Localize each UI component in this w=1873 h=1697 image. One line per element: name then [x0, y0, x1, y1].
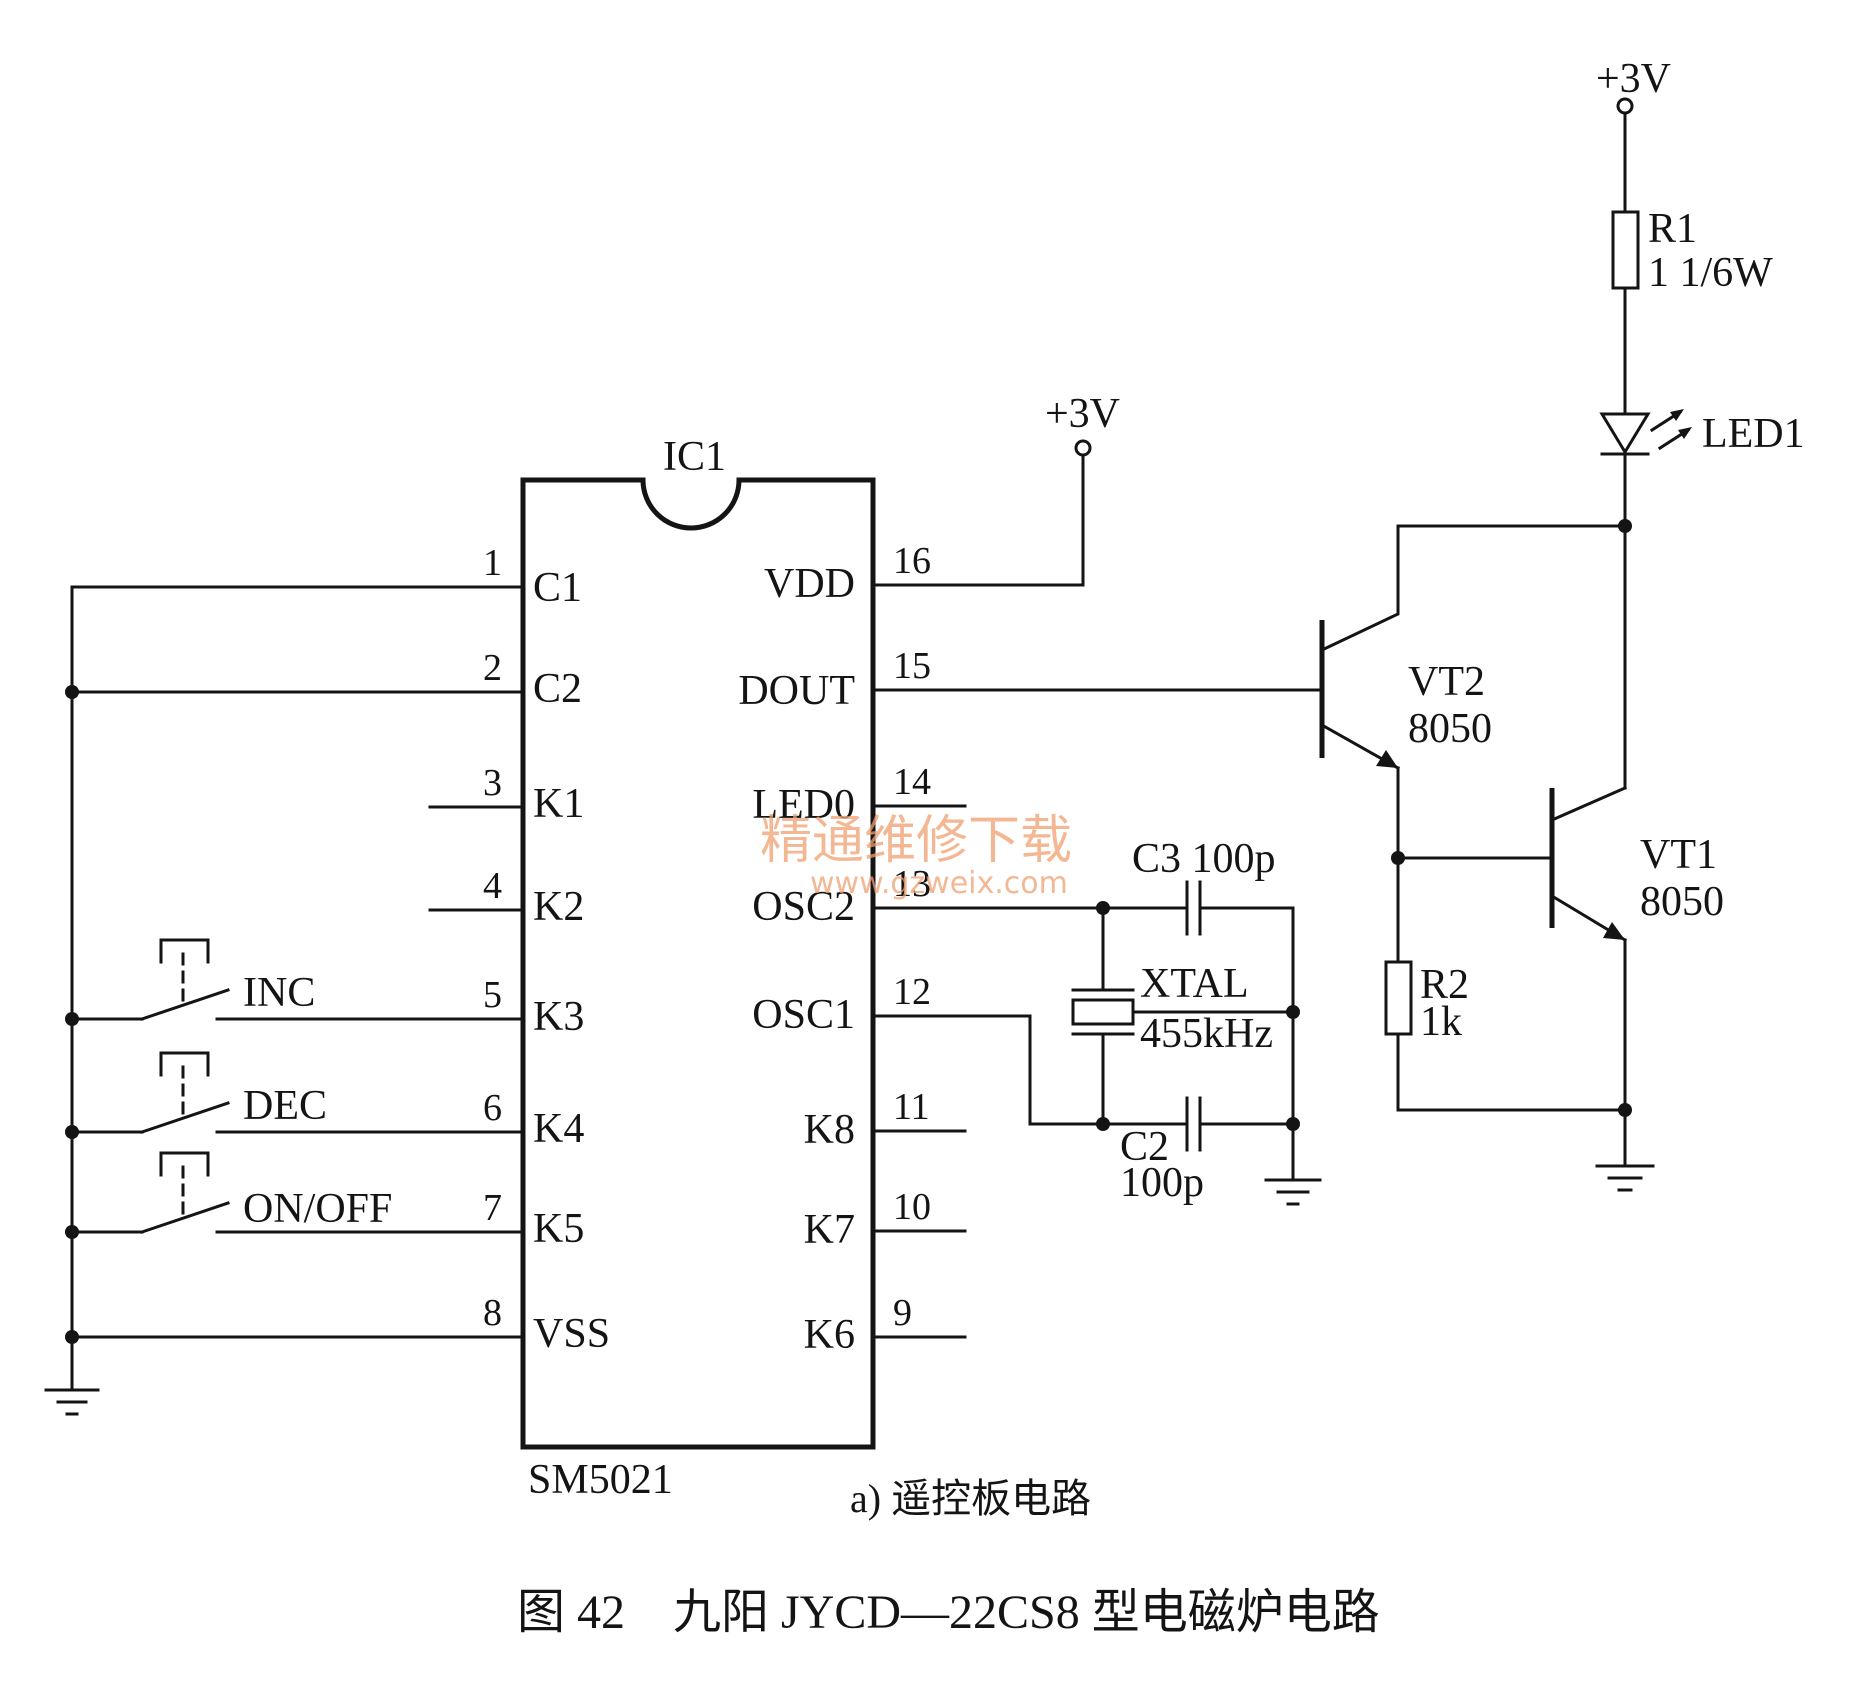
vt2-name: VT2 [1408, 659, 1485, 705]
pin-name: K1 [533, 781, 584, 827]
pin-name: K6 [804, 1312, 855, 1358]
pin-number: 11 [893, 1086, 930, 1128]
pin-number: 3 [483, 762, 502, 804]
led-supply: +3V [1596, 56, 1671, 214]
junction-dot [1618, 1103, 1632, 1117]
pin-number: 14 [893, 761, 931, 803]
junction-dot [1286, 1005, 1300, 1019]
sub-caption: a) 遥控板电路 [850, 1476, 1091, 1521]
pin-name: C2 [533, 666, 582, 712]
watermark-line1: 精通维修下载 [760, 811, 1072, 871]
ground-symbol [1595, 1164, 1655, 1192]
pin-number: 5 [483, 974, 502, 1016]
pin-name: VDD [764, 561, 855, 607]
ic1-left-pins: 1 2 3 4 5 6 7 8 C1 C2 K1 K2 K3 K4 K5 VSS [70, 542, 610, 1357]
xtal-body [1071, 998, 1135, 1026]
pin-name: K3 [533, 994, 584, 1040]
pin-number: 12 [893, 971, 931, 1013]
watermark-line2: www.gzweix.com [810, 866, 1068, 901]
pin-number: 15 [893, 645, 931, 687]
pin-name: K8 [804, 1107, 855, 1153]
switch-onoff: ON/OFF [70, 1151, 392, 1234]
switch-label: INC [243, 970, 315, 1016]
vt1-transistor: VT1 8050 [1396, 786, 1724, 1166]
pin-number: 8 [483, 1292, 502, 1334]
ic1-right-pins: 16 15 14 13 12 11 10 9 VDD DOUT LED0 OSC… [738, 540, 1324, 1358]
pin-name: K2 [533, 884, 584, 930]
xtal-name: XTAL [1140, 961, 1249, 1007]
vdd-label: +3V [1045, 391, 1120, 437]
pin-name: VSS [533, 1311, 610, 1357]
left-ground-bus [44, 585, 100, 1416]
pin-number: 10 [893, 1186, 931, 1228]
vt2-type: 8050 [1408, 706, 1492, 752]
pin-number: 4 [483, 865, 502, 907]
r1-name: R1 [1648, 206, 1697, 252]
vt1-name: VT1 [1640, 832, 1717, 878]
c2-name: C2 [1120, 1124, 1169, 1170]
vt2-transistor: VT2 8050 [1319, 524, 1627, 860]
switch-dec: DEC [70, 1051, 327, 1134]
pin-name: K7 [804, 1207, 855, 1253]
pin-number: 7 [483, 1187, 502, 1229]
pin-number: 2 [483, 647, 502, 689]
ground-symbol [44, 1388, 100, 1416]
oscillator-network: C3 100p XTAL 455kHz C2 100p [1071, 836, 1322, 1206]
pin-name: DOUT [738, 668, 855, 714]
pin-number: 6 [483, 1087, 502, 1129]
pin-name: OSC1 [752, 992, 855, 1038]
pin12-wire [871, 1014, 1105, 1126]
vt1-type: 8050 [1640, 879, 1724, 925]
r2-value: 1k [1420, 999, 1462, 1045]
r2-name: R2 [1420, 962, 1469, 1008]
pin-name: K5 [533, 1206, 584, 1252]
switch-inc: INC [70, 938, 315, 1021]
r1-resistor: R1 1 1/6W [1611, 206, 1773, 296]
ic1-designator: IC1 [663, 434, 726, 480]
pin-name: C1 [533, 565, 582, 611]
c2-value: 100p [1120, 1160, 1204, 1206]
switch-label: ON/OFF [243, 1186, 392, 1232]
led1-label: LED1 [1702, 411, 1805, 457]
pin-number: 16 [893, 540, 931, 582]
pin-number: 1 [483, 542, 502, 584]
ic1-chip: IC1 SM5021 [520, 434, 876, 1503]
pin-number: 13 [893, 863, 931, 905]
ic1-part-number: SM5021 [528, 1457, 673, 1503]
pin-name: K4 [533, 1106, 584, 1152]
junction-dot [65, 685, 79, 699]
pin-name: LED0 [752, 782, 855, 828]
led1-diode: LED1 [1599, 409, 1805, 457]
figure-caption: 图 42 九阳 JYCD—22CS8 型电磁炉电路 [517, 1586, 1380, 1639]
c3-label: C3 100p [1132, 836, 1276, 882]
ground-symbol [1264, 1178, 1322, 1206]
pin-name: OSC2 [752, 884, 855, 930]
vdd-supply: +3V [1045, 391, 1120, 587]
r1-value: 1 1/6W [1648, 250, 1773, 296]
junction-dot [65, 1330, 79, 1344]
r2-resistor: R2 1k [1384, 856, 1627, 1112]
junction-dot [1096, 1117, 1110, 1131]
junction-dot [1096, 901, 1110, 915]
xtal-freq: 455kHz [1140, 1011, 1273, 1057]
pin-number: 9 [893, 1292, 912, 1334]
led-supply-label: +3V [1596, 56, 1671, 102]
switch-label: DEC [243, 1083, 327, 1129]
